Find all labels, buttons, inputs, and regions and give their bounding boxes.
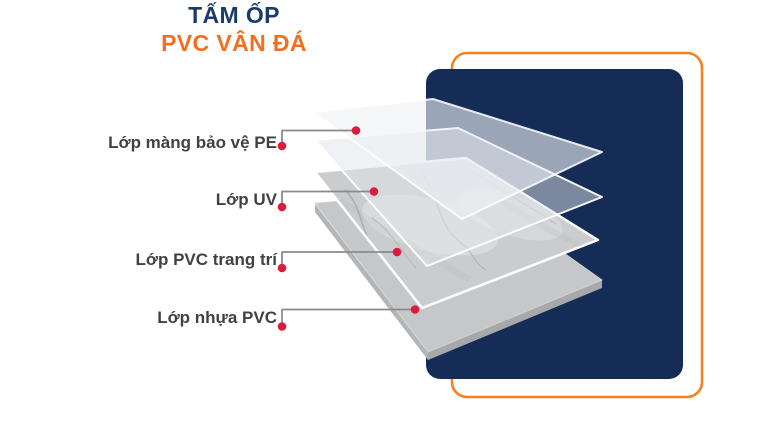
layer-label-pvc-base: Lớp nhựa PVC — [157, 308, 277, 327]
connector-line-uv — [281, 190, 374, 207]
pvc-base-edge-front — [428, 280, 602, 360]
label-marker-dot-base — [277, 322, 287, 331]
marble-vein-soft — [337, 197, 472, 284]
title-block: TẤM ỐP PVC VÂN ĐÁ — [0, 1, 468, 57]
sheet-marker-dot-base — [410, 305, 420, 314]
connector-line-pe — [281, 129, 356, 146]
callout-connectors — [281, 129, 415, 327]
layer-label-pvc-print: Lớp PVC trang trí — [135, 250, 277, 269]
title-line-2: PVC VÂN ĐÁ — [161, 30, 307, 56]
marker-dots — [277, 126, 420, 331]
label-marker-dot-print — [277, 263, 287, 273]
marble-vein — [371, 217, 417, 269]
pvc-base-edge-left — [315, 204, 428, 360]
connector-line-print — [281, 251, 397, 268]
sheet-marker-dot-pe — [351, 126, 361, 135]
sheet-marker-dot-print — [392, 247, 402, 257]
sheet-marker-dot-uv — [369, 187, 379, 196]
layer-label-pe-film: Lớp màng bảo vệ PE — [108, 133, 277, 152]
label-marker-dot-uv — [277, 202, 287, 212]
label-marker-dot-pe — [277, 141, 287, 151]
connector-line-base — [281, 308, 415, 327]
pe-film-sheet — [312, 98, 603, 220]
title-line-1: TẤM ỐP — [188, 2, 280, 28]
layer-label-uv: Lớp UV — [215, 190, 277, 209]
